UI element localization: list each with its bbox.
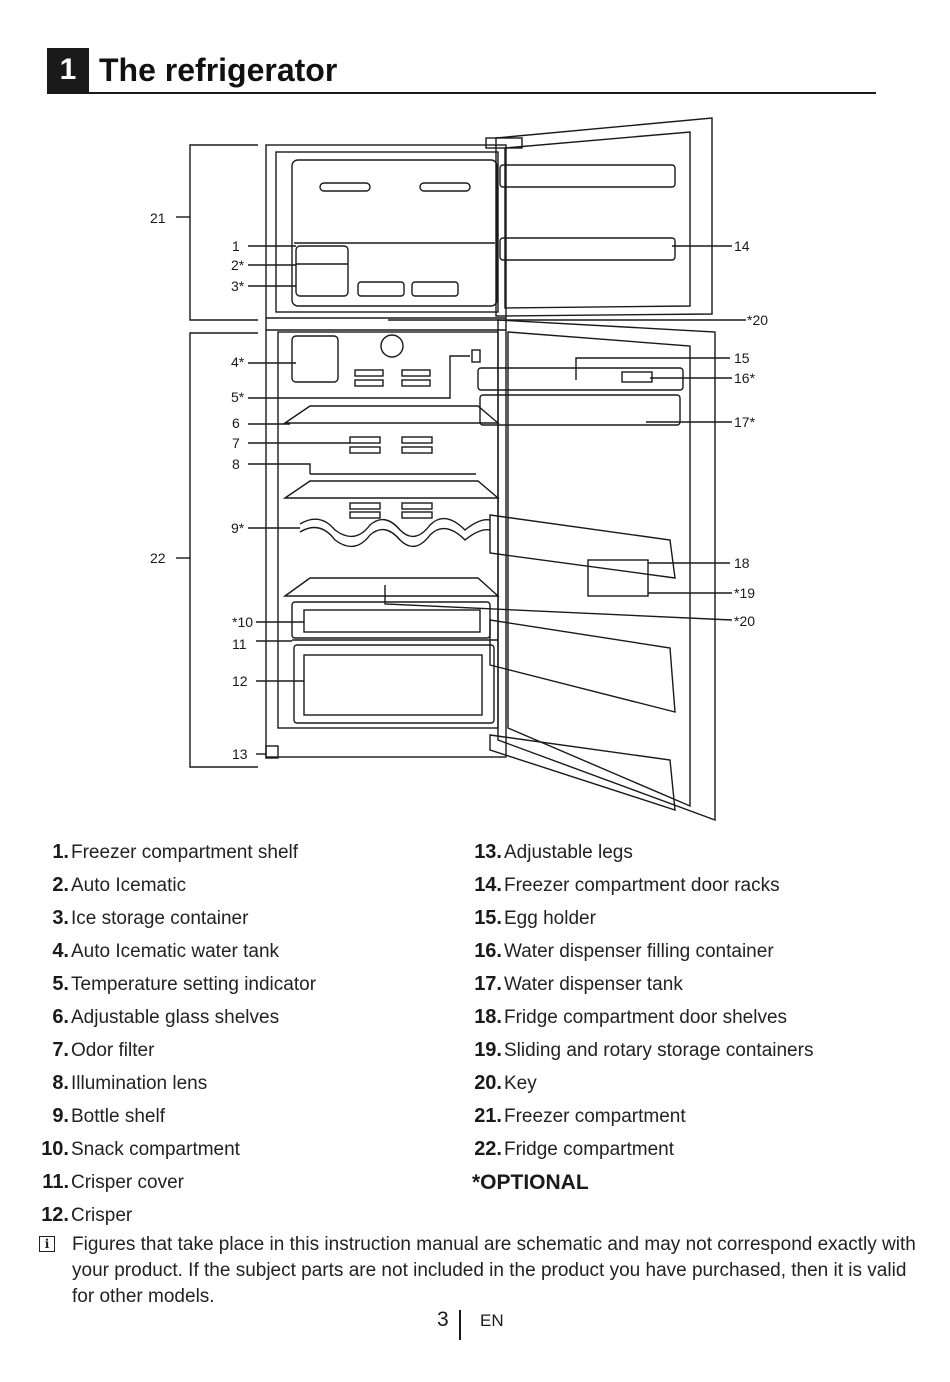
callout-11: 11	[232, 636, 247, 652]
callout-21: 21	[150, 210, 166, 226]
info-icon: i	[39, 1236, 55, 1252]
callout-15: 15	[734, 350, 750, 366]
page-title: The refrigerator	[99, 52, 338, 88]
page-number: 3	[437, 1308, 449, 1331]
callout-5: 5*	[231, 389, 245, 405]
info-note-text: Figures that take place in this instruct…	[72, 1234, 916, 1307]
callout-7: 7	[232, 435, 240, 451]
callout-3: 3*	[231, 278, 245, 294]
callout-9: 9*	[231, 520, 245, 536]
refrigerator-diagram: 21 22 1 2* 3* 4* 5* 6 7 8 9* *10 11 12 1…	[150, 117, 768, 822]
section-header: 1 The refrigerator	[47, 48, 876, 94]
callout-13: 13	[232, 746, 248, 762]
callout-4: 4*	[231, 354, 245, 370]
section-number: 1	[47, 48, 89, 92]
callout-18: 18	[734, 555, 750, 571]
callout-12: 12	[232, 673, 248, 689]
callout-8: 8	[232, 456, 240, 472]
callout-20-key-freezer: *20	[747, 312, 768, 328]
diagram-callouts: 21 22 1 2* 3* 4* 5* 6 7 8 9* *10 11 12 1…	[150, 210, 768, 762]
callout-20-key-fridge: *20	[734, 613, 755, 629]
callout-2: 2*	[231, 257, 245, 273]
callout-22: 22	[150, 550, 166, 566]
footer-divider	[459, 1310, 461, 1340]
callout-17: 17*	[734, 414, 756, 430]
callout-19: *19	[734, 585, 755, 601]
callout-14: 14	[734, 238, 750, 254]
language-code: EN	[480, 1311, 504, 1330]
optional-note: *OPTIONAL	[472, 1171, 589, 1194]
callout-16: 16*	[734, 370, 756, 386]
callout-1: 1	[232, 238, 240, 254]
callout-10: *10	[232, 614, 253, 630]
page-footer: 3 EN	[0, 1308, 950, 1340]
refrigerator-drawing	[176, 117, 746, 822]
callout-6: 6	[232, 415, 240, 431]
